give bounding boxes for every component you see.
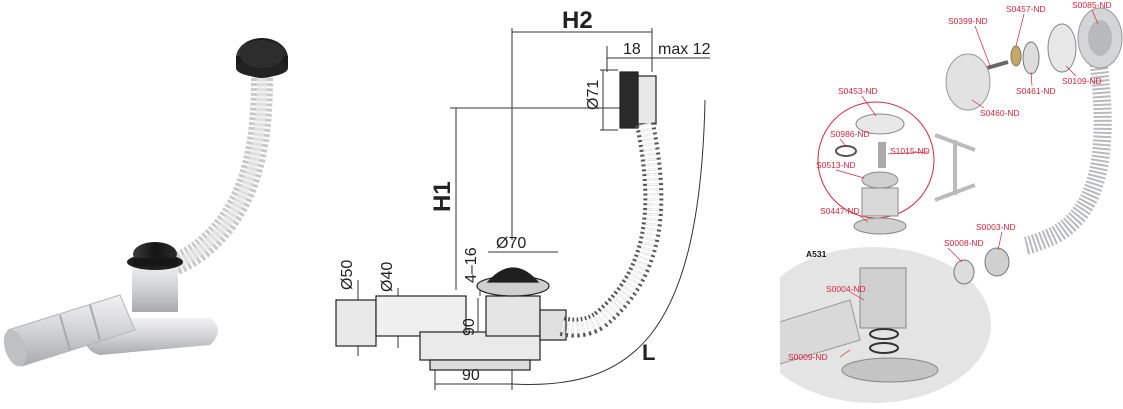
dimension-drawing: H2 18 max 12 Ø71 H1 Ø70 4–16 Ø50 Ø40 90 … (300, 0, 780, 409)
label-s0003: S0003-ND (976, 222, 1016, 232)
label-a531: A531 (806, 249, 827, 259)
siphon-body-s0004-icon (859, 267, 907, 329)
stopper-cap-icon (855, 113, 905, 135)
exploded-hose-icon (1023, 58, 1112, 255)
label-s0457: S0457-ND (1006, 4, 1046, 14)
exploded-parts-view: S0085-ND S0457-ND S0399-ND S0461-ND S010… (780, 0, 1123, 409)
label-s0447: S0447-ND (820, 206, 860, 216)
washer-s0457-icon (1010, 45, 1022, 67)
dim-d40: Ø40 (379, 262, 396, 292)
label-s0009: S0009-ND (788, 352, 828, 362)
ring-s0008-icon (953, 259, 975, 285)
product-render (0, 0, 300, 409)
overflow-cap-icon (236, 38, 288, 78)
dim-d50: Ø50 (339, 260, 356, 290)
dim-l: L (642, 340, 655, 365)
dim-d71: Ø71 (585, 80, 602, 110)
product-render-svg (3, 38, 288, 367)
overflow-housing-icon (1077, 7, 1123, 69)
dim-90-horizontal: 90 (462, 367, 480, 384)
outlet-pipe-icon (3, 294, 136, 367)
dim-18: 18 (623, 41, 641, 58)
dimension-drawing-svg: H2 18 max 12 Ø71 H1 Ø70 4–16 Ø50 Ø40 90 … (335, 7, 711, 390)
seal-s0513-icon (861, 171, 899, 189)
dim-d70: Ø70 (496, 235, 526, 252)
oring-s0986-icon (835, 145, 857, 157)
cross-gasket-icon (934, 133, 976, 202)
label-s0460: S0460-ND (980, 108, 1020, 118)
drain-thread-s0447-icon (861, 187, 899, 217)
dim-4-16: 4–16 (463, 247, 480, 283)
ring-s0109-icon (1047, 23, 1077, 73)
dim-h2: H2 (562, 7, 593, 34)
outlet-pipe-s0009-icon (780, 299, 861, 365)
drawing-hose-icon (559, 122, 664, 338)
dim-90-vertical: 90 (461, 318, 478, 336)
label-s0399: S0399-ND (948, 16, 988, 26)
label-s0085: S0085-ND (1072, 0, 1112, 10)
dim-h1: H1 (429, 181, 456, 212)
cover-s0460-icon (945, 53, 991, 111)
label-s0461: S0461-ND (1016, 86, 1056, 96)
label-s0986: S0986-ND (830, 129, 870, 139)
label-s0008: S0008-ND (944, 238, 984, 248)
label-s0109: S0109-ND (1062, 76, 1102, 86)
nut-s0003-icon (984, 247, 1010, 277)
spring-s1015-icon (878, 142, 886, 168)
dim-max12: max 12 (658, 41, 711, 58)
ring-s0461-icon (1022, 41, 1040, 75)
drain-body-icon (127, 242, 183, 312)
label-s0453: S0453-ND (838, 86, 878, 96)
label-s0513: S0513-ND (816, 160, 856, 170)
label-s0004: S0004-ND (826, 284, 866, 294)
exploded-parts-svg: S0085-ND S0457-ND S0399-ND S0461-ND S010… (780, 0, 1123, 403)
label-s1015: S1015-ND (890, 146, 930, 156)
